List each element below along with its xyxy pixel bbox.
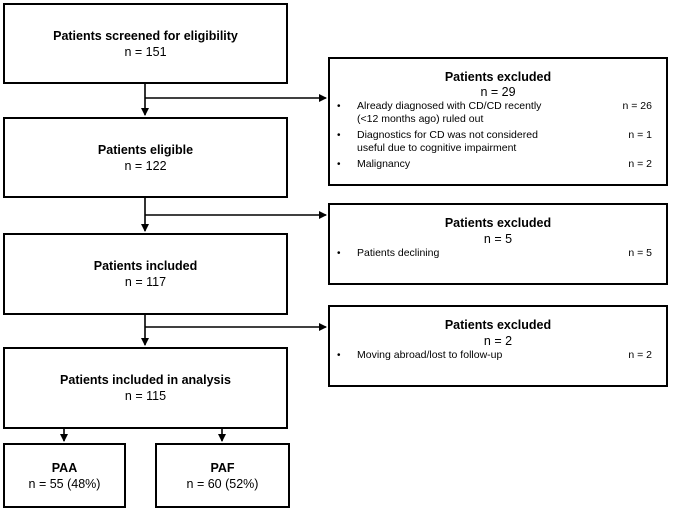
reason-text: Patients declining [357, 247, 440, 259]
bullet-icon: • [337, 130, 341, 141]
included-title: Patients included [93, 259, 198, 273]
exclusion-reason: • Moving abroad/lost to follow-up n = 2 [330, 349, 666, 362]
exclusion-reason: • Diagnostics for CD was not considered … [330, 129, 666, 155]
included-count: n = 117 [124, 275, 167, 289]
reason-count: n = 2 [628, 349, 652, 361]
excluded-3-title: Patients excluded [444, 318, 552, 332]
reason-count: n = 5 [628, 247, 652, 259]
excluded-1-reasons: • Already diagnosed with CD/CD recently … [330, 100, 666, 171]
bullet-icon: • [337, 350, 341, 361]
paf-count: n = 60 (52%) [186, 476, 259, 491]
eligible-count: n = 122 [124, 158, 167, 173]
reason-text: Moving abroad/lost to follow-up [357, 349, 503, 361]
excluded-1-title: Patients excluded [444, 70, 552, 84]
analysis-count: n = 115 [124, 389, 167, 403]
reason-text: Diagnostics for CD was not considered us… [357, 129, 538, 154]
excluded-box-1: Patients excluded n = 29 • Already diagn… [328, 57, 668, 186]
excluded-box-2: Patients excluded n = 5 • Patients decli… [328, 203, 668, 285]
bullet-icon: • [337, 248, 341, 259]
excluded-box-3: Patients excluded n = 2 • Moving abroad/… [328, 305, 668, 387]
screened-count: n = 151 [124, 44, 167, 59]
excluded-3-count: n = 2 [483, 334, 513, 348]
excluded-2-reasons: • Patients declining n = 5 [330, 247, 666, 260]
excluded-2-title: Patients excluded [444, 216, 552, 230]
excluded-3-reasons: • Moving abroad/lost to follow-up n = 2 [330, 349, 666, 362]
paf-title: PAF [210, 460, 235, 475]
reason-text: Malignancy [357, 158, 411, 170]
included-box: Patients included n = 117 [3, 233, 288, 315]
exclusion-reason: • Already diagnosed with CD/CD recently … [330, 100, 666, 126]
reason-text: Already diagnosed with CD/CD recently (<… [357, 100, 542, 125]
analysis-box: Patients included in analysis n = 115 [3, 347, 288, 429]
eligible-box: Patients eligible n = 122 [3, 117, 288, 198]
screened-title: Patients screened for eligibility [53, 28, 238, 43]
reason-count: n = 26 [622, 100, 653, 112]
excluded-1-count: n = 29 [480, 85, 516, 99]
reason-count: n = 1 [628, 129, 652, 141]
paa-title: PAA [51, 460, 78, 475]
paf-box: PAF n = 60 (52%) [155, 443, 290, 508]
excluded-2-count: n = 5 [483, 232, 513, 246]
reason-count: n = 2 [628, 158, 652, 170]
screened-box: Patients screened for eligibility n = 15… [3, 3, 288, 84]
bullet-icon: • [337, 101, 341, 112]
paa-box: PAA n = 55 (48%) [3, 443, 126, 508]
exclusion-reason: • Patients declining n = 5 [330, 247, 666, 260]
analysis-title: Patients included in analysis [60, 373, 231, 387]
eligible-title: Patients eligible [97, 142, 194, 157]
exclusion-reason: • Malignancy n = 2 [330, 158, 666, 171]
paa-count: n = 55 (48%) [28, 476, 101, 491]
bullet-icon: • [337, 159, 341, 170]
